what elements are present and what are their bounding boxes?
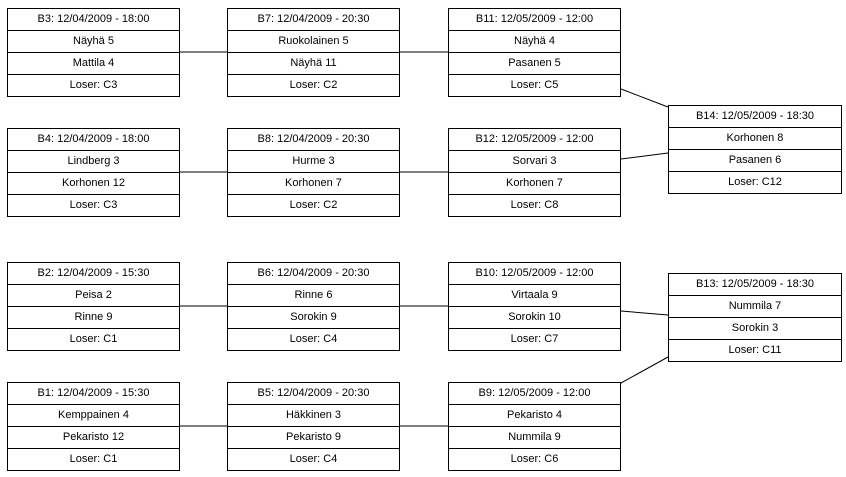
match-header: B3: 12/04/2009 - 18:00 <box>7 8 180 31</box>
match-player2: Pekaristo 9 <box>227 426 400 449</box>
match-loser: Loser: C12 <box>668 171 842 194</box>
connector-b9-b13 <box>620 356 669 384</box>
match-player1: Kemppainen 4 <box>7 404 180 427</box>
match-loser: Loser: C2 <box>227 74 400 97</box>
match-box-b3: B3: 12/04/2009 - 18:00 Näyhä 5 Mattila 4… <box>7 8 180 97</box>
match-box-b9: B9: 12/05/2009 - 12:00 Pekaristo 4 Nummi… <box>448 382 621 471</box>
match-loser: Loser: C11 <box>668 339 842 362</box>
match-player1: Sorvari 3 <box>448 150 621 173</box>
match-player2: Sorokin 9 <box>227 306 400 329</box>
match-player1: Häkkinen 3 <box>227 404 400 427</box>
match-loser: Loser: C7 <box>448 328 621 351</box>
match-loser: Loser: C8 <box>448 194 621 217</box>
match-box-b7: B7: 12/04/2009 - 20:30 Ruokolainen 5 Näy… <box>227 8 400 97</box>
match-loser: Loser: C4 <box>227 328 400 351</box>
connector-b11-b14 <box>620 88 669 108</box>
match-box-b8: B8: 12/04/2009 - 20:30 Hurme 3 Korhonen … <box>227 128 400 217</box>
match-player2: Sorokin 3 <box>668 317 842 340</box>
match-player1: Näyhä 4 <box>448 30 621 53</box>
match-loser: Loser: C1 <box>7 328 180 351</box>
match-header: B1: 12/04/2009 - 15:30 <box>7 382 180 405</box>
match-player2: Rinne 9 <box>7 306 180 329</box>
match-box-b13: B13: 12/05/2009 - 18:30 Nummila 7 Soroki… <box>668 273 842 362</box>
match-header: B2: 12/04/2009 - 15:30 <box>7 262 180 285</box>
match-player1: Lindberg 3 <box>7 150 180 173</box>
match-box-b1: B1: 12/04/2009 - 15:30 Kemppainen 4 Peka… <box>7 382 180 471</box>
match-player1: Pekaristo 4 <box>448 404 621 427</box>
match-header: B13: 12/05/2009 - 18:30 <box>668 273 842 296</box>
match-header: B12: 12/05/2009 - 12:00 <box>448 128 621 151</box>
match-box-b4: B4: 12/04/2009 - 18:00 Lindberg 3 Korhon… <box>7 128 180 217</box>
match-box-b10: B10: 12/05/2009 - 12:00 Virtaala 9 Sorok… <box>448 262 621 351</box>
match-box-b5: B5: 12/04/2009 - 20:30 Häkkinen 3 Pekari… <box>227 382 400 471</box>
match-header: B11: 12/05/2009 - 12:00 <box>448 8 621 31</box>
match-player2: Näyhä 11 <box>227 52 400 75</box>
match-header: B8: 12/04/2009 - 20:30 <box>227 128 400 151</box>
connector-b10-b13 <box>620 310 669 316</box>
match-loser: Loser: C2 <box>227 194 400 217</box>
match-player1: Peisa 2 <box>7 284 180 307</box>
match-loser: Loser: C3 <box>7 194 180 217</box>
match-player2: Sorokin 10 <box>448 306 621 329</box>
match-player2: Nummila 9 <box>448 426 621 449</box>
match-box-b12: B12: 12/05/2009 - 12:00 Sorvari 3 Korhon… <box>448 128 621 217</box>
match-player2: Korhonen 12 <box>7 172 180 195</box>
match-header: B14: 12/05/2009 - 18:30 <box>668 105 842 128</box>
connector-b12-b14 <box>620 152 669 160</box>
match-header: B6: 12/04/2009 - 20:30 <box>227 262 400 285</box>
match-loser: Loser: C5 <box>448 74 621 97</box>
match-player2: Korhonen 7 <box>227 172 400 195</box>
match-header: B5: 12/04/2009 - 20:30 <box>227 382 400 405</box>
match-box-b11: B11: 12/05/2009 - 12:00 Näyhä 4 Pasanen … <box>448 8 621 97</box>
match-player2: Pasanen 6 <box>668 149 842 172</box>
match-box-b14: B14: 12/05/2009 - 18:30 Korhonen 8 Pasan… <box>668 105 842 194</box>
match-box-b2: B2: 12/04/2009 - 15:30 Peisa 2 Rinne 9 L… <box>7 262 180 351</box>
match-loser: Loser: C6 <box>448 448 621 471</box>
match-player2: Pasanen 5 <box>448 52 621 75</box>
match-player1: Ruokolainen 5 <box>227 30 400 53</box>
match-box-b6: B6: 12/04/2009 - 20:30 Rinne 6 Sorokin 9… <box>227 262 400 351</box>
match-player1: Korhonen 8 <box>668 127 842 150</box>
match-loser: Loser: C4 <box>227 448 400 471</box>
match-header: B9: 12/05/2009 - 12:00 <box>448 382 621 405</box>
match-player1: Hurme 3 <box>227 150 400 173</box>
match-header: B4: 12/04/2009 - 18:00 <box>7 128 180 151</box>
match-player1: Rinne 6 <box>227 284 400 307</box>
match-loser: Loser: C3 <box>7 74 180 97</box>
match-player1: Virtaala 9 <box>448 284 621 307</box>
match-player1: Nummila 7 <box>668 295 842 318</box>
match-player2: Pekaristo 12 <box>7 426 180 449</box>
match-player2: Korhonen 7 <box>448 172 621 195</box>
match-header: B7: 12/04/2009 - 20:30 <box>227 8 400 31</box>
match-player2: Mattila 4 <box>7 52 180 75</box>
match-header: B10: 12/05/2009 - 12:00 <box>448 262 621 285</box>
match-loser: Loser: C1 <box>7 448 180 471</box>
match-player1: Näyhä 5 <box>7 30 180 53</box>
